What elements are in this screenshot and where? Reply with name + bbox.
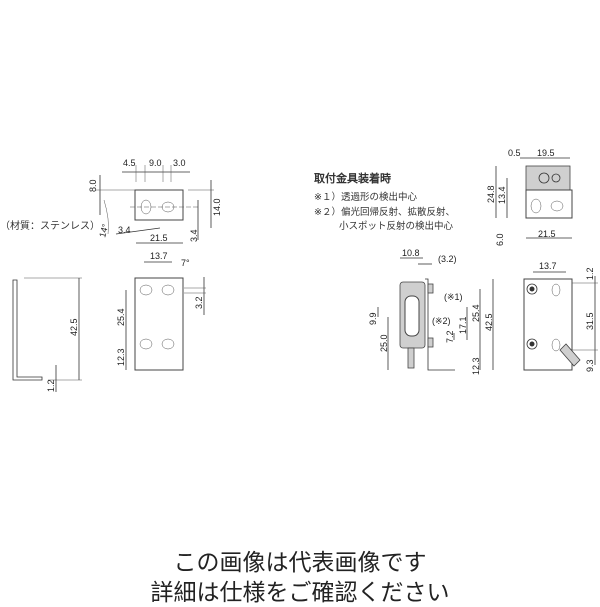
dim-31-5: 31.5: [585, 312, 595, 330]
dim-0-5: 0.5: [508, 148, 521, 158]
bracket-front-view: [125, 261, 206, 371]
dim-1-2-b: 1.2: [585, 267, 595, 280]
dim-42-5: 42.5: [69, 318, 79, 336]
dim-4-5: 4.5: [123, 158, 136, 168]
mounted-side-view: [377, 257, 494, 371]
dim-6-0: 6.0: [495, 233, 505, 246]
dim-13-7-b: 13.7: [539, 261, 557, 271]
dim-25-4: 25.4: [116, 308, 126, 326]
dim-3-2-ref: (3.2): [438, 254, 457, 264]
dim-10-8: 10.8: [402, 248, 420, 258]
material-note: （材質：ステンレス）: [0, 219, 100, 232]
dim-9-3: 9.3: [585, 359, 595, 372]
note-2b: 小スポット反射の検出中心: [339, 220, 454, 232]
dim-9-0: 9.0: [149, 158, 162, 168]
dim-7-2: 7.2: [445, 330, 455, 343]
dim-3-4-v: 3.4: [189, 229, 199, 242]
dim-21-5-b: 21.5: [538, 229, 556, 239]
label-note1-center: (※1): [444, 292, 463, 302]
dim-12-3: 12.3: [116, 348, 126, 366]
dim-3-0: 3.0: [173, 158, 186, 168]
dim-13-4: 13.4: [497, 186, 507, 204]
caption-check-specs: 詳細は仕様をご確認ください: [150, 580, 450, 606]
dim-8-0: 8.0: [88, 179, 98, 192]
dim-9-9: 9.9: [368, 312, 378, 325]
dim-21-5: 21.5: [150, 233, 168, 243]
mounted-top-view: [495, 157, 573, 239]
dim-25-0: 25.0: [379, 334, 389, 352]
dim-19-5: 19.5: [537, 148, 555, 158]
dim-13-7: 13.7: [150, 251, 168, 261]
dim-3-2: 3.2: [194, 296, 204, 309]
dim-25-4-b: 25.4: [471, 304, 481, 322]
bracket-top-view: [95, 165, 214, 244]
dim-14-0: 14.0: [212, 198, 222, 216]
note-2a: ※２）偏光回帰反射、拡散反射、: [314, 206, 455, 218]
caption-representative-image: この画像は代表画像です: [173, 550, 427, 576]
note-1: ※１）透過形の検出中心: [314, 191, 417, 203]
bracket-side-view: [12, 277, 82, 392]
dim-42-5-b: 42.5: [484, 313, 494, 331]
dim-3-4: 3.4: [118, 225, 131, 235]
dim-12-3-b: 12.3: [471, 357, 481, 375]
mounted-front-view: [523, 271, 598, 371]
dim-24-8: 24.8: [486, 185, 496, 203]
dim-angle-14: 14°: [97, 222, 110, 238]
dim-17-1: 17.1: [458, 316, 468, 334]
dim-1-2: 1.2: [46, 379, 56, 392]
dim-angle-7: 7°: [181, 258, 190, 268]
label-note2-center: (※2): [432, 316, 451, 326]
mounted-title: 取付金具装着時: [314, 171, 391, 185]
